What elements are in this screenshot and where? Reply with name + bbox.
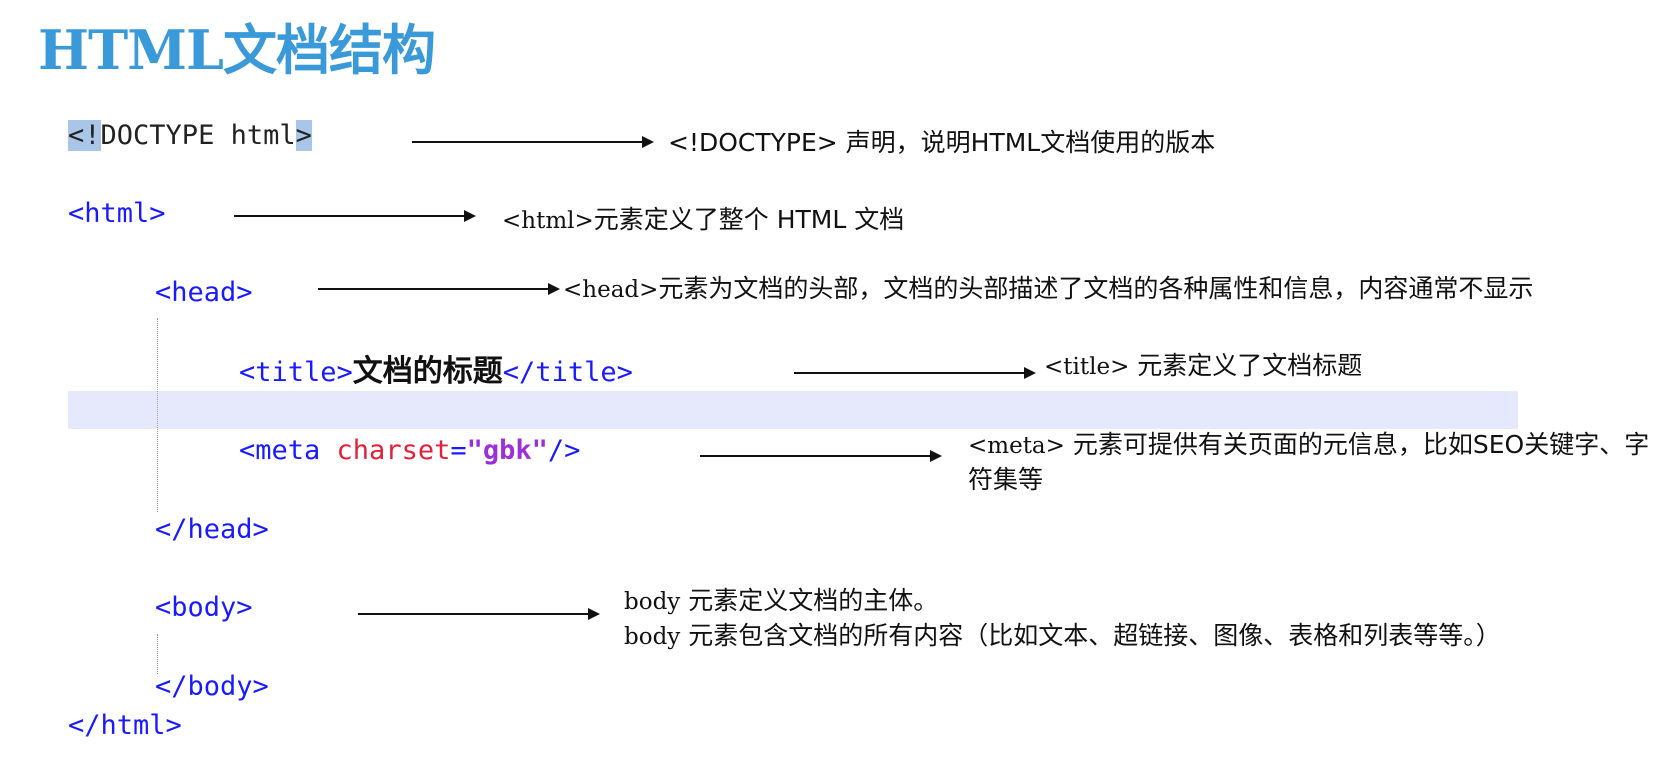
code-doctype: <!DOCTYPE html> bbox=[68, 120, 312, 151]
note-body: body 元素定义文档的主体。 body 元素包含文档的所有内容（比如文本、超链… bbox=[624, 584, 1504, 654]
note-doctype: <!DOCTYPE> 声明，说明HTML文档使用的版本 bbox=[668, 128, 1216, 157]
indent-guide-head bbox=[157, 318, 158, 512]
note-html: <html>元素定义了整个 HTML 文档 bbox=[502, 205, 905, 234]
code-html-open: <html> bbox=[68, 198, 166, 229]
code-head-open: <head> bbox=[155, 277, 253, 308]
arrow-meta bbox=[700, 450, 942, 462]
arrow-title bbox=[794, 367, 1036, 379]
note-head: <head>元素为文档的头部，文档的头部描述了文档的各种属性和信息，内容通常不显… bbox=[563, 274, 1534, 303]
arrow-head bbox=[318, 283, 560, 295]
code-title: <title>文档的标题</title> bbox=[239, 354, 633, 389]
page-title: HTML文档结构 bbox=[38, 18, 436, 82]
arrow-body bbox=[358, 608, 600, 620]
code-html-close: </html> bbox=[68, 710, 182, 741]
note-body-line2: body 元素包含文档的所有内容（比如文本、超链接、图像、表格和列表等等。） bbox=[624, 621, 1501, 650]
code-head-close: </head> bbox=[155, 514, 269, 545]
arrow-doctype bbox=[412, 136, 654, 148]
highlighted-line bbox=[68, 391, 1518, 429]
note-title: <title> 元素定义了文档标题 bbox=[1044, 351, 1363, 380]
code-body-close: </body> bbox=[155, 671, 269, 702]
indent-guide-body bbox=[157, 634, 158, 674]
note-body-line1: body 元素定义文档的主体。 bbox=[624, 586, 939, 615]
note-meta: <meta> 元素可提供有关页面的元信息，比如SEO关键字、字符集等 bbox=[968, 430, 1650, 494]
code-meta: <meta charset="gbk"/> bbox=[239, 435, 581, 466]
code-body-open: <body> bbox=[155, 592, 253, 623]
arrow-html bbox=[234, 210, 476, 222]
